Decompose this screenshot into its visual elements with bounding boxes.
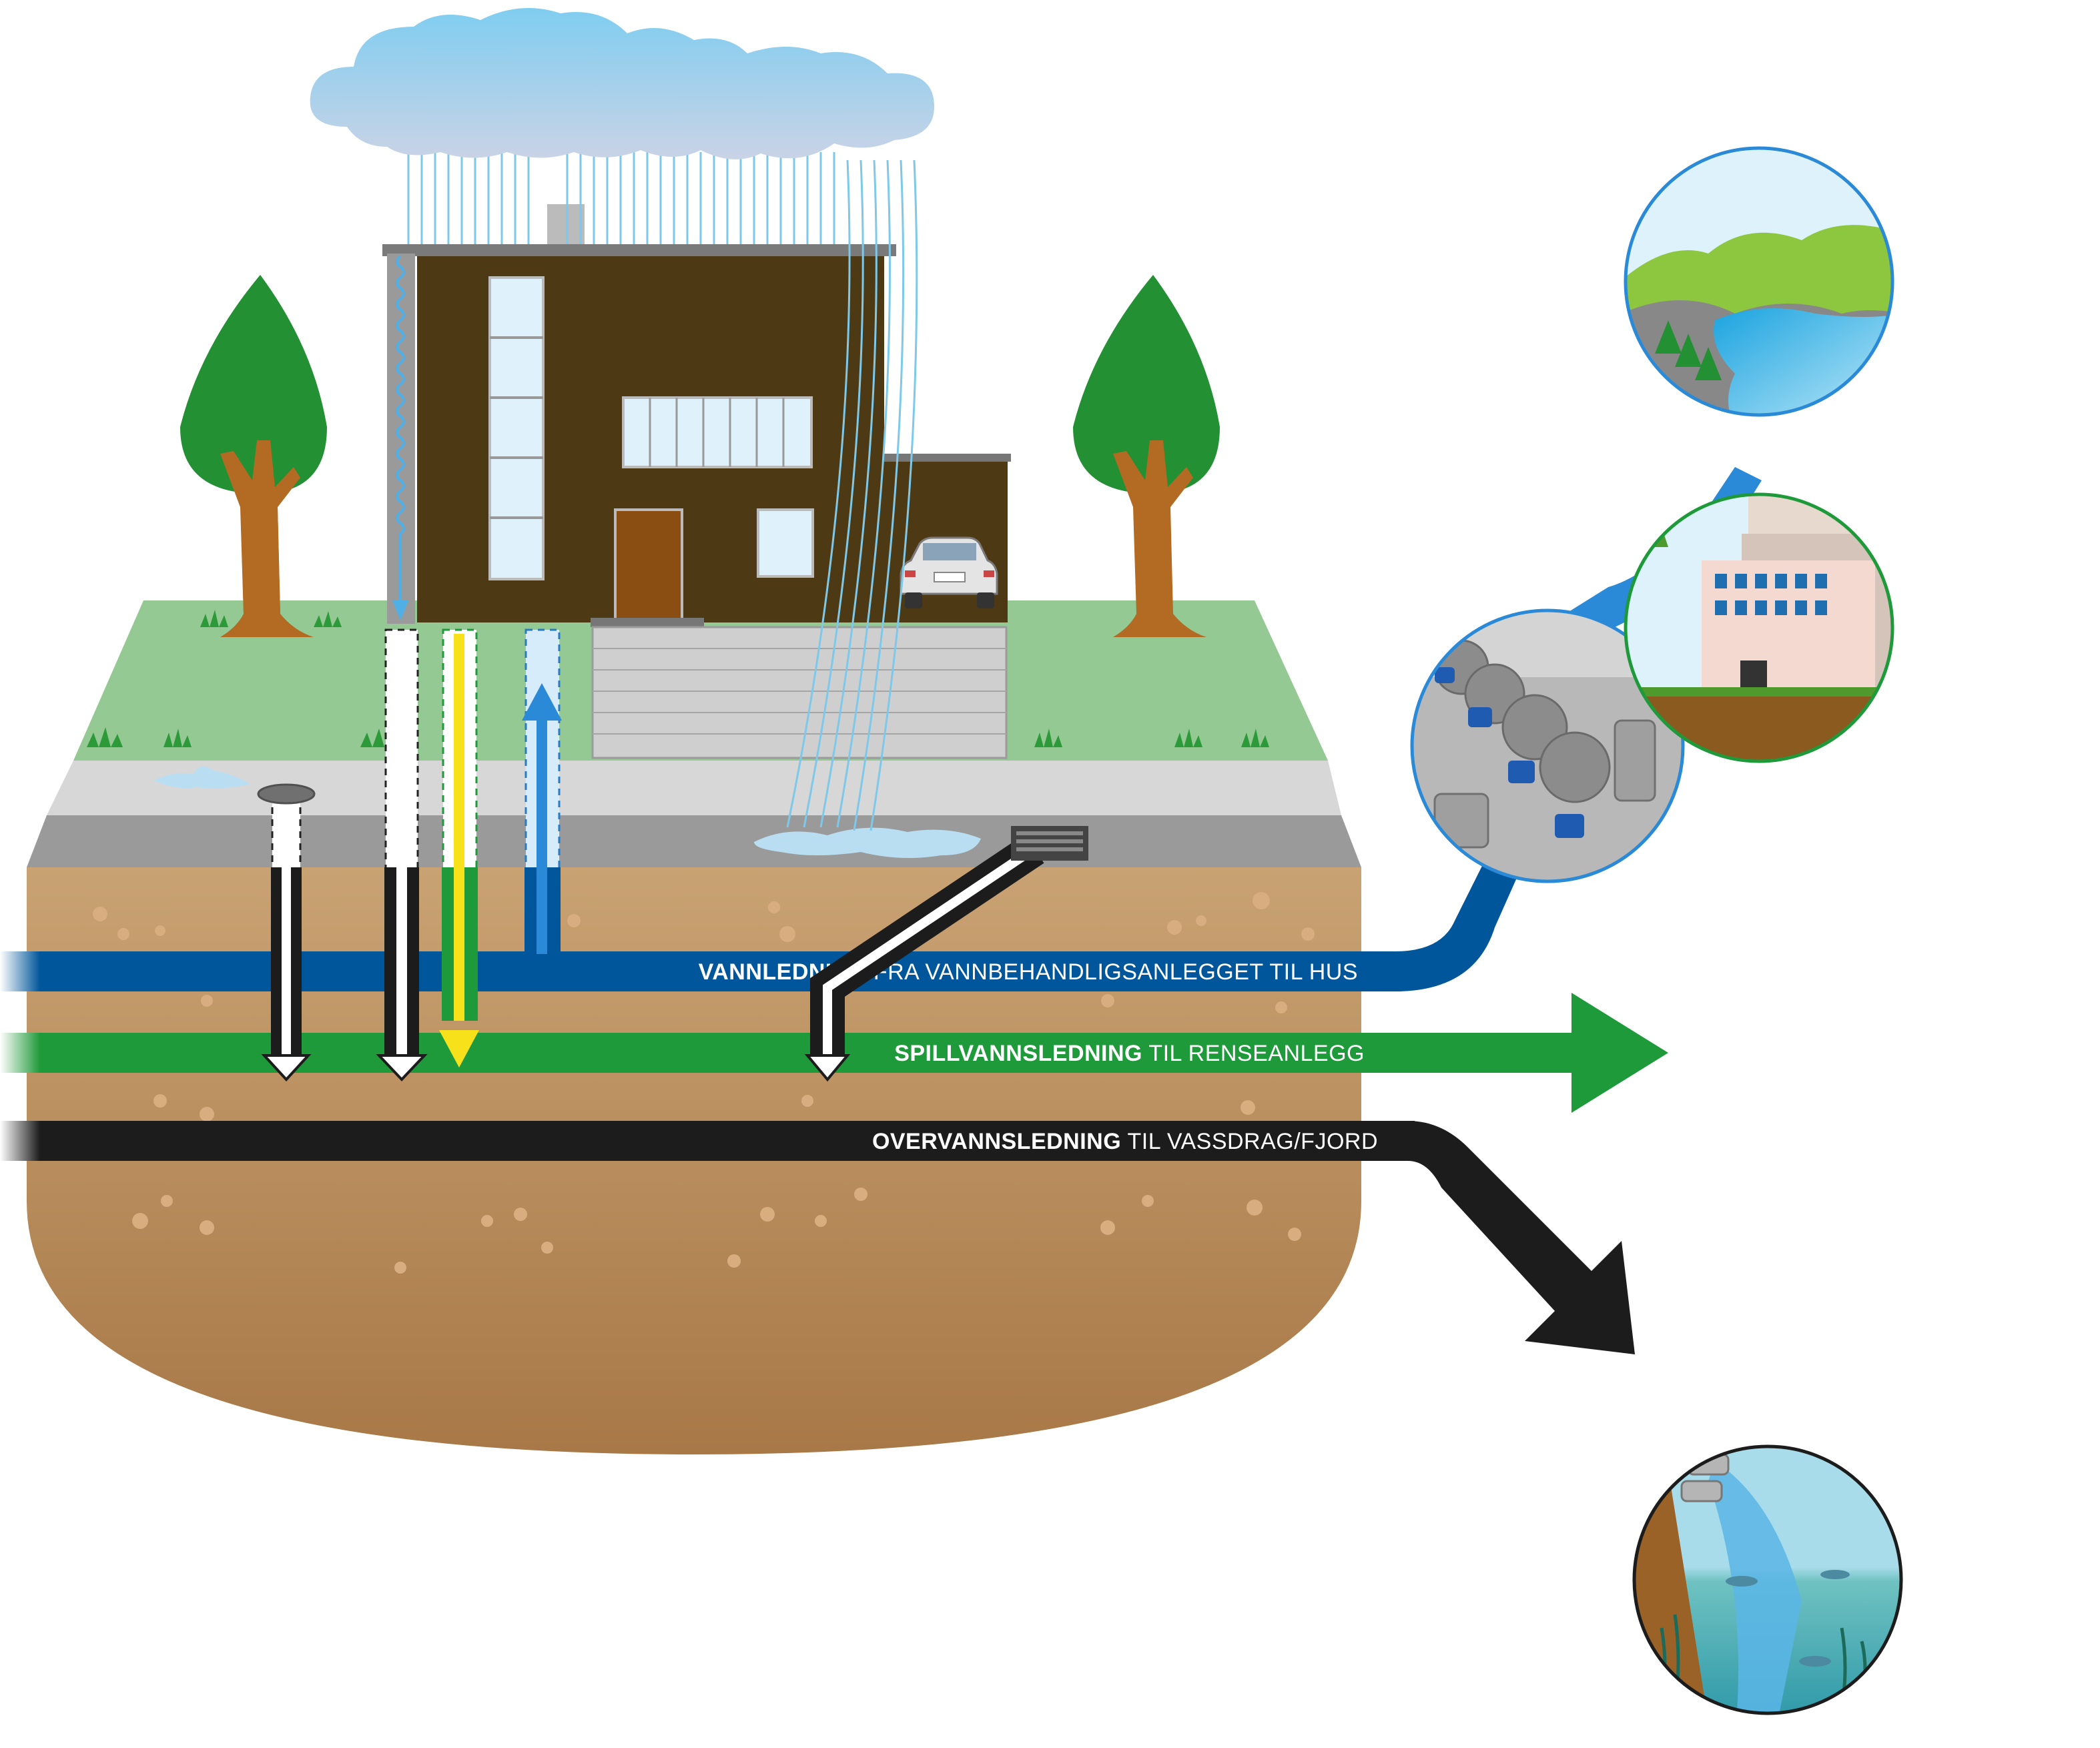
tree-crown	[1073, 275, 1220, 494]
waste-pipe-label: SPILLVANNSLEDNING TIL RENSEANLEGG	[894, 1041, 1365, 1066]
car-icon	[900, 536, 998, 608]
water-pipe-label: VANNLEDNING FRA VANNBEHANDLIGSANLEGGET T…	[699, 959, 1358, 985]
tree-right	[1073, 275, 1220, 637]
street-drain-line	[804, 834, 1044, 1082]
street-drain-down-arrow	[804, 1054, 851, 1082]
service-connections	[261, 628, 1044, 1082]
roof-edge	[382, 244, 896, 256]
brick-wall	[591, 626, 1008, 759]
window-tall	[488, 276, 545, 580]
manhole-down-arrow	[261, 1054, 312, 1081]
rain-streaks	[407, 152, 918, 831]
waste-main-arrowhead	[1571, 993, 1668, 1113]
soil-pebbles	[93, 892, 1315, 1274]
lake-reservoir-icon	[1624, 146, 1894, 417]
drinking-water-up-arrow	[522, 683, 562, 721]
sidewalk	[47, 761, 1341, 815]
road	[27, 815, 1361, 867]
water-main-pipe	[0, 951, 1401, 991]
storm-main-pipe	[0, 1121, 1415, 1161]
waste-main-pipe	[0, 1033, 1575, 1073]
sidewalk-puddle	[153, 766, 250, 789]
water-main-bend	[1395, 847, 1521, 991]
storm-pipe-label: OVERVANNSLEDNING TIL VASSDRAG/FJORD	[872, 1129, 1378, 1154]
downspout-storm-line	[376, 628, 428, 1081]
house-step	[591, 618, 704, 627]
window-wide	[622, 396, 813, 468]
front-door	[614, 508, 683, 620]
downspout-down-arrow	[376, 1054, 428, 1081]
downspout-water	[396, 255, 405, 600]
waste-pipe-label-bold: SPILLVANNSLEDNING	[894, 1041, 1142, 1066]
tree-crown	[180, 275, 327, 494]
road-puddle	[754, 827, 981, 858]
rain-cloud-icon	[310, 8, 935, 159]
storm-pipe-label-rest: TIL VASSDRAG/FJORD	[1121, 1129, 1378, 1154]
house-waste-line	[439, 628, 479, 1067]
wastewater-down-arrow	[439, 1030, 479, 1067]
tree-trunk	[1113, 440, 1206, 637]
water-pipe-label-rest: FRA VANNBEHANDLIGSANLEGGET TIL HUS	[867, 959, 1358, 985]
fjord-outlet-icon	[1632, 1444, 1903, 1715]
manhole-icon	[257, 783, 316, 805]
main-pipes: VANNLEDNING FRA VANNBEHANDLIGSANLEGGET T…	[0, 847, 1668, 1354]
storm-pipe-label-bold: OVERVANNSLEDNING	[872, 1129, 1121, 1154]
tree-left	[180, 275, 327, 637]
manhole-shaft	[261, 798, 312, 1081]
waste-pipe-label-rest: TIL RENSEANLEGG	[1142, 1041, 1365, 1066]
house-water-line	[522, 628, 562, 954]
window-small	[757, 508, 814, 578]
house	[382, 204, 1011, 759]
street-features	[153, 766, 1088, 861]
storm-main-bend	[1408, 1121, 1635, 1354]
chimney	[547, 204, 585, 246]
garage-roof	[874, 454, 1011, 462]
street-drain-icon	[1011, 826, 1088, 861]
